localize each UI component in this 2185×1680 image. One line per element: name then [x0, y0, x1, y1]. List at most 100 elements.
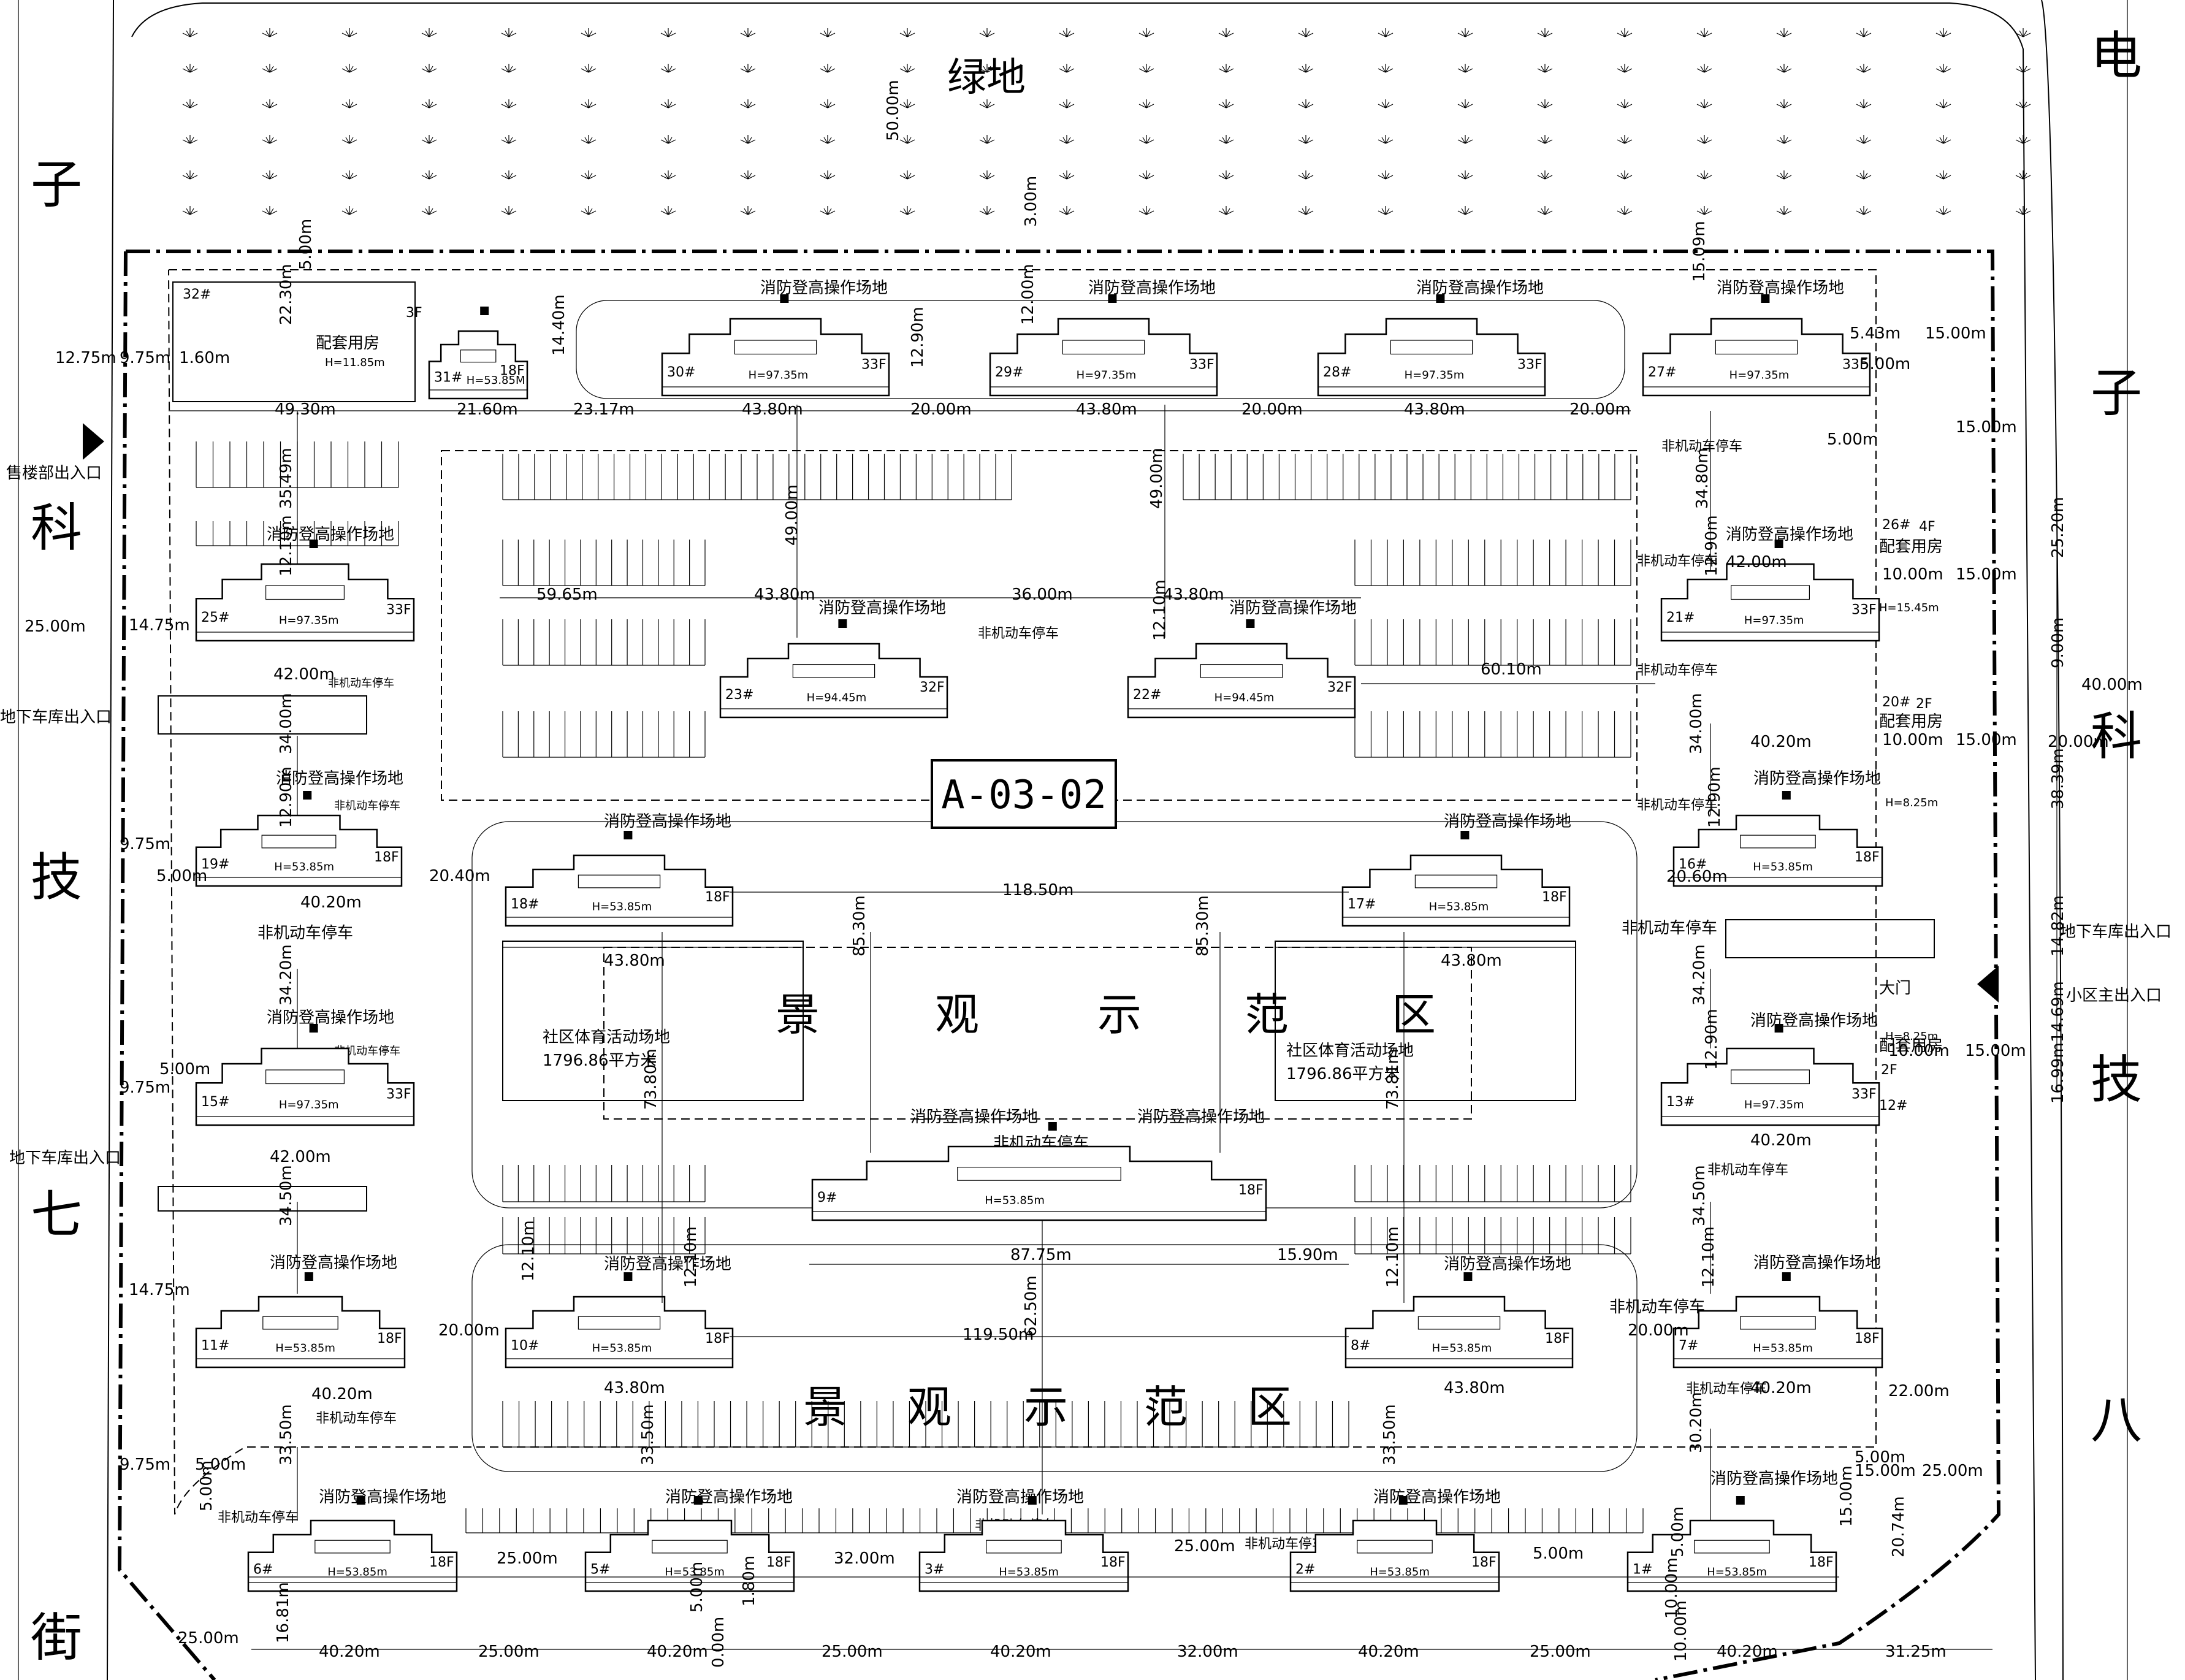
grass-mark [820, 139, 828, 144]
grass-mark [1939, 172, 1944, 180]
grass-mark [1381, 30, 1386, 37]
grass-mark [1059, 210, 1067, 215]
grass-mark [345, 172, 350, 180]
grass-mark [425, 101, 430, 109]
grass-mark [1544, 208, 1549, 215]
fire-marker [309, 540, 318, 548]
grass-mark [986, 101, 991, 109]
grass-mark [827, 32, 836, 37]
grass-mark [1066, 101, 1071, 109]
grass-mark [1066, 104, 1075, 109]
grass-mark [269, 104, 278, 109]
grass-mark [262, 104, 270, 109]
grass-mark [1541, 172, 1546, 180]
dimension-label: 14.69m [2049, 981, 2067, 1042]
grass-mark [349, 30, 354, 37]
grass-mark [1305, 66, 1310, 73]
building-floors: 33F [386, 602, 411, 617]
grass-mark [1222, 172, 1227, 180]
grass-mark [182, 210, 191, 215]
grass-mark [986, 175, 995, 180]
grass-mark [1066, 30, 1071, 37]
dimension-label: 12.90m [1703, 1009, 1721, 1070]
grass-mark [1226, 210, 1234, 215]
grass-mark [1062, 208, 1067, 215]
grass-mark [1780, 172, 1785, 180]
dimension-label: 73.81m [1384, 1048, 1402, 1110]
grass-mark [1302, 30, 1306, 37]
grass-mark [508, 66, 513, 73]
dimension-label: 40.20m [319, 1643, 380, 1661]
grass-mark [1385, 104, 1394, 109]
grass-mark [429, 208, 433, 215]
grass-mark [1138, 32, 1147, 37]
grass-mark [1381, 172, 1386, 180]
bike-parking-label: 非机动车停车 [1637, 554, 1718, 569]
building-floors: 18F [705, 1331, 730, 1346]
grass-mark [1226, 32, 1234, 37]
facility-12-floors: 2F [1881, 1063, 1897, 1078]
dimension-label: 5.00m [197, 1460, 216, 1511]
building-floors: 18F [1809, 1555, 1834, 1570]
grass-mark [2019, 30, 2024, 37]
grass-mark [588, 104, 597, 109]
grass-mark [1935, 139, 1944, 144]
grass-mark [1142, 66, 1147, 73]
grass-mark [986, 104, 995, 109]
building-floors: 33F [386, 1086, 411, 1102]
building-outline [1660, 563, 1880, 642]
landscape-char-2: 示 [1097, 989, 1142, 1040]
building-core [1417, 1316, 1501, 1330]
grass-mark [2023, 172, 2027, 180]
grass-mark [425, 172, 430, 180]
fire-operation-label: 消防登高操作场地 [1717, 279, 1844, 297]
grass-mark [1624, 139, 1633, 144]
grass-mark [1457, 139, 1466, 144]
grass-mark [1385, 66, 1390, 73]
dimension-label: 43.80m [754, 586, 815, 604]
underground-garage-outline-2 [603, 947, 1472, 1120]
grass-mark [660, 175, 669, 180]
facility-26-name: 配套用房 [1879, 538, 1943, 556]
grass-mark [1544, 104, 1553, 109]
grass-mark [1142, 30, 1147, 37]
grass-mark [979, 68, 988, 73]
grass-mark [508, 210, 517, 215]
dimension-label: 9.75m [120, 1079, 170, 1097]
grass-mark [827, 139, 836, 144]
grass-mark [664, 137, 669, 144]
dimension-label: 42.00m [273, 665, 335, 684]
building-outline [195, 1296, 406, 1369]
grass-mark [425, 137, 430, 144]
fire-operation-label: 消防登高操作场地 [1416, 279, 1544, 297]
dimension-label: 15.00m [1925, 324, 1986, 343]
dimension-label: 12.00m [1019, 264, 1037, 325]
grass-mark [1863, 101, 1868, 109]
building-floors: 18F [374, 850, 399, 865]
building-height: H=94.45m [1215, 692, 1275, 704]
dimension-label: 23.17m [573, 400, 635, 419]
grass-mark [1624, 30, 1629, 37]
grass-mark [581, 68, 589, 73]
grass-mark [979, 104, 988, 109]
gate-label: 大门 [1879, 979, 1911, 998]
building-floors: 18F [429, 1555, 454, 1570]
dimension-label: 32.00m [1177, 1643, 1238, 1661]
facility-12-name: 配套用房 [1879, 1037, 1943, 1055]
building-core [1390, 340, 1473, 355]
green-hatch-area [182, 28, 2031, 215]
grass-mark [1696, 210, 1705, 215]
dimension-label: 9.75m [120, 835, 170, 853]
building-height: H=97.35m [749, 369, 809, 382]
sports-area-right: 1796.86平方米 [1286, 1065, 1400, 1083]
grass-mark [1617, 210, 1625, 215]
grass-mark [1696, 175, 1705, 180]
grass-mark [345, 208, 350, 215]
garage-entrance-right: 地下车库出入口 [2060, 923, 2172, 941]
dimension-label: 59.65m [536, 586, 598, 604]
grass-mark [508, 30, 513, 37]
grass-mark [744, 101, 749, 109]
dimension-label: 15.00m [1956, 565, 2017, 584]
